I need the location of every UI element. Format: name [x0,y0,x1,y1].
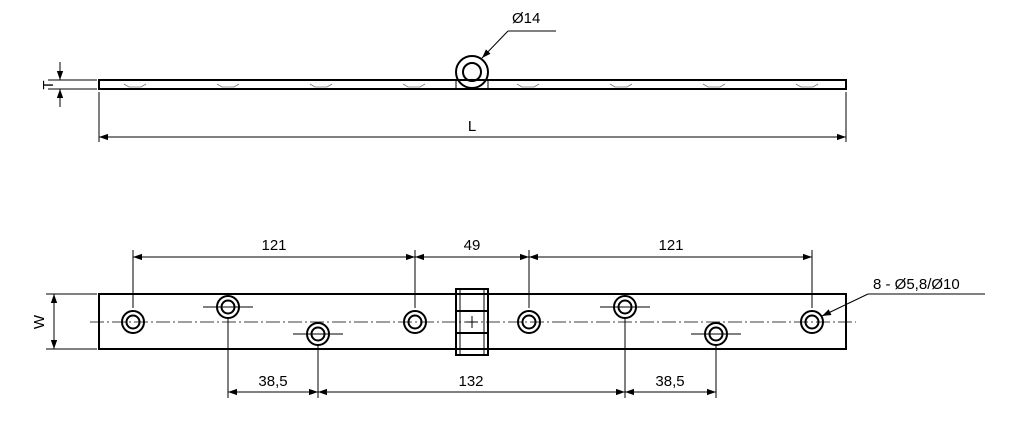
offset-right-label: 38,5 [655,373,684,390]
tube-diameter-label: Ø14 [512,10,540,27]
hole-4 [403,310,427,334]
hinge-knuckle-outer [455,55,489,89]
bottom-offset-dimensions: 38,5 132 38,5 [227,318,717,398]
offset-center-label: 132 [458,373,483,390]
hole-5 [517,310,541,334]
hole-8 [800,310,824,334]
tube-diameter-callout: Ø14 [481,10,556,59]
hole-3 [293,322,343,346]
offset-left-label: 38,5 [258,373,287,390]
hinge-leaf-plan [98,293,847,350]
knuckle-plan [455,288,489,356]
hole-callout: 8 - Ø5,8/Ø10 [821,276,985,317]
spacing-right-label: 121 [658,237,683,254]
width-dimension: W [31,293,97,350]
side-view: Ø14 T L [40,10,847,142]
plan-view: 121 49 121 W 38,5 132 38,5 [31,237,985,398]
thickness-label: T [40,80,57,89]
length-label: L [468,118,476,135]
countersink-marks [123,83,819,88]
thickness-dimension: T [40,62,97,107]
length-dimension: L [98,92,847,142]
hole-6 [600,295,650,319]
top-spacing-dimensions: 121 49 121 [132,237,813,308]
hole-1 [121,310,145,334]
spacing-left-label: 121 [261,237,286,254]
hole-7 [691,322,741,346]
width-label: W [31,314,48,329]
spacing-center-label: 49 [464,237,481,254]
hole-callout-label: 8 - Ø5,8/Ø10 [873,276,960,293]
hole-2 [203,295,253,319]
hinge-knuckle-inner [462,62,482,82]
